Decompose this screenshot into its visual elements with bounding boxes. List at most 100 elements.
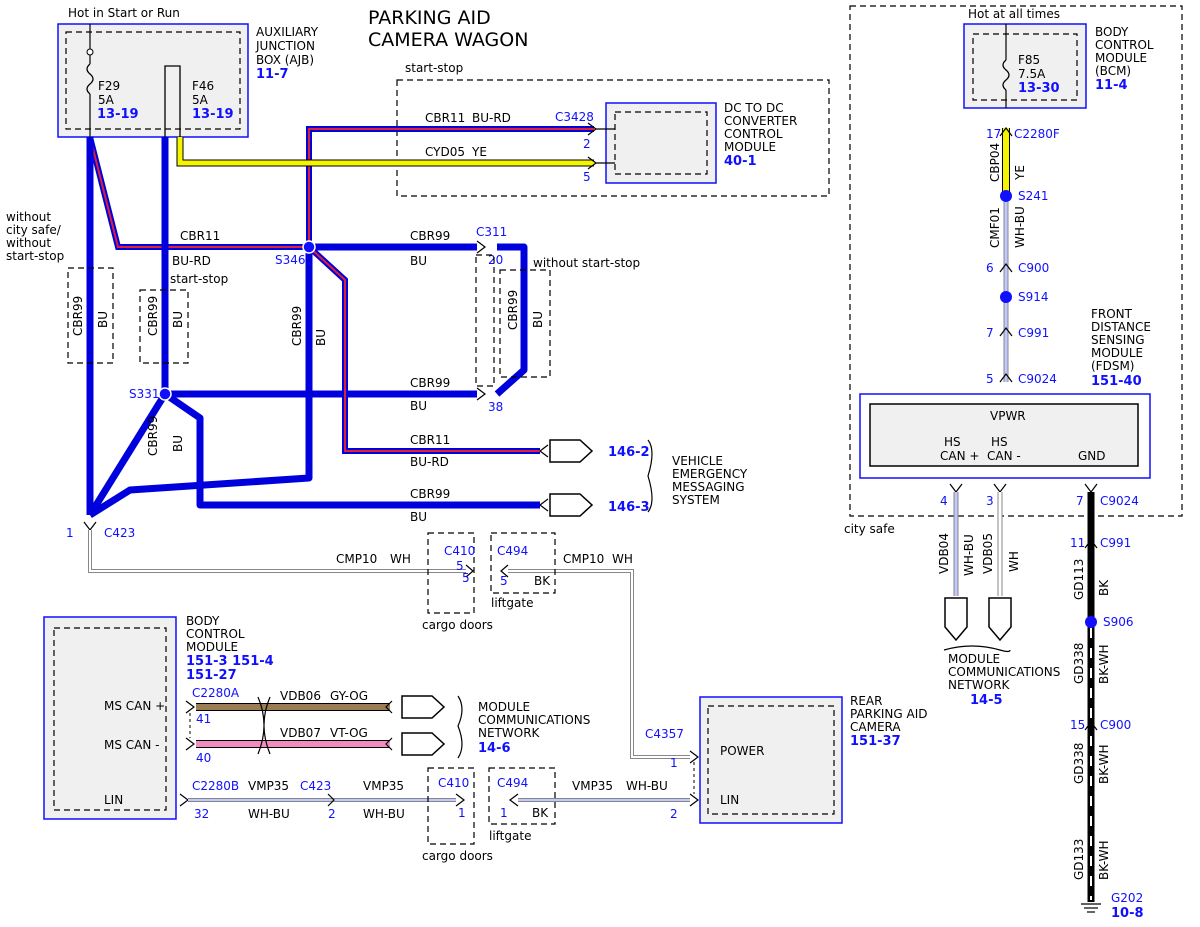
fdsm-hs-can-plus-1: HS — [944, 435, 961, 449]
bcm-ms-can-plus: MS CAN + — [104, 699, 165, 713]
vdb07-circuit: VDB07 — [280, 726, 321, 740]
cbr99-f46-color: BU — [171, 311, 185, 328]
note-without-start-stop: without start-stop — [533, 256, 640, 270]
f85-ref: 13-30 — [1018, 81, 1060, 96]
f85-fuse-icon — [1002, 59, 1010, 91]
vmp35-color-b: WH-BU — [363, 807, 405, 821]
mcn-left-name-3: NETWORK — [478, 726, 541, 740]
cbr99-c311-circuit: CBR99 — [506, 290, 520, 330]
camera-power-label: POWER — [720, 744, 764, 758]
bcm-bottom-name-1: BODY — [186, 614, 220, 628]
emergency-connector-a-icon — [549, 439, 594, 463]
dcdc-outline — [605, 102, 717, 184]
emergency-name-1: VEHICLE — [672, 454, 723, 468]
f46-rating: 5A — [192, 93, 209, 107]
ajb-name-3: BOX (AJB) — [256, 53, 314, 67]
c311-pin-38: 38 — [488, 400, 503, 414]
fdsm-vpwr: VPWR — [990, 409, 1026, 423]
s331-label: S331 — [129, 387, 160, 401]
c2280a-pin-41: 41 — [196, 712, 211, 726]
bcm-top-name-3: MODULE — [1095, 51, 1147, 65]
c9024-pin-5: 5 — [986, 372, 994, 386]
cmf01-circuit: CMF01 — [988, 207, 1002, 248]
c311-pin-20: 20 — [488, 253, 503, 267]
c494-bottom-color: BK — [532, 806, 549, 820]
c410-top-box — [427, 532, 475, 614]
start-stop-region-box — [396, 79, 830, 197]
cbr11-wire-ajb-stripe — [89, 136, 309, 248]
c991-top-label: C991 — [1018, 326, 1049, 340]
option-box-no-start-stop — [499, 269, 551, 378]
camera-name-1: REAR — [850, 694, 882, 708]
f29-ref: 13-19 — [97, 107, 139, 122]
c494-top-label: C494 — [497, 544, 528, 558]
cbr11-ajb-color: BU-RD — [172, 254, 211, 268]
cbr11-emergency-color: BU-RD — [410, 455, 449, 469]
emergency-connector-b-icon — [549, 493, 594, 517]
c494-arrow-5 — [500, 564, 509, 578]
ground-label: G202 — [1111, 891, 1143, 905]
cbr99-s346-circuit: CBR99 — [410, 229, 450, 243]
c2280f-label: C2280F — [1014, 127, 1060, 141]
gd338-color-b: BK-WH — [1097, 744, 1111, 784]
cbr99-emergency-color: BU — [410, 510, 427, 524]
vdb05-color: WH — [1007, 551, 1021, 572]
cmp10-color-right: WH — [612, 552, 633, 566]
c9024-pin-3: 3 — [986, 494, 994, 508]
bcm-bottom-module: MS CAN + MS CAN - LIN BODY CONTROL MODUL… — [43, 614, 690, 863]
c2280b-arrow — [179, 793, 189, 807]
note-without-city-safe-3: without — [6, 236, 51, 250]
mcn-left-connector-a-icon — [401, 695, 446, 719]
cargo-doors-top-label: cargo doors — [422, 618, 493, 632]
dcdc-name-4: MODULE — [724, 140, 776, 154]
note-without-city-safe-2: city safe/ — [6, 223, 62, 237]
c3428-pin-5: 5 — [583, 170, 591, 184]
c2280b-pin-32: 32 — [194, 807, 209, 821]
mcn-right-connector-b-icon — [988, 597, 1012, 642]
cbr11-wire-emergency-stripe — [308, 246, 540, 452]
mcn-right-name-1: MODULE — [948, 652, 1000, 666]
mcn-left-name-1: MODULE — [478, 700, 530, 714]
c900-pin-6: 6 — [986, 261, 994, 275]
c2280a-pin-40: 40 — [196, 751, 211, 765]
c311-arrow-38 — [476, 387, 486, 401]
emergency-brace — [647, 439, 653, 513]
emergency-name-4: SYSTEM — [672, 493, 720, 507]
cyd05-circuit: CYD05 — [425, 145, 465, 159]
mcn-right-name-3: NETWORK — [948, 678, 1011, 692]
camera-name-2: PARKING AID — [850, 707, 928, 721]
dcdc-name-2: CONVERTER — [724, 114, 797, 128]
bcm-bottom-outline — [43, 616, 177, 820]
c3428-pin-2: 2 — [583, 137, 591, 151]
gd133-circuit: GD133 — [1072, 839, 1086, 880]
c423-pin-1: 1 — [66, 526, 74, 540]
c423-lin-arrow — [327, 793, 335, 807]
note-without-city-safe-4: start-stop — [6, 249, 64, 263]
c991-gnd-label: C991 — [1100, 536, 1131, 550]
c494-top-pin: 5 — [500, 574, 508, 588]
c410-bottom-pin: 1 — [458, 806, 466, 820]
cbp04-circuit: CBP04 — [988, 143, 1002, 182]
cbr99-wire-s331-c423 — [87, 392, 168, 517]
cmf01-color: WH-BU — [1013, 206, 1027, 248]
mcn-right-connector-a-icon — [944, 597, 968, 642]
s346-label: S346 — [275, 253, 306, 267]
ajb-inner-box — [65, 31, 241, 130]
mcn-left-connector-b-icon — [401, 732, 446, 756]
cbr11-emergency-circuit: CBR11 — [410, 433, 450, 447]
twisted-pair-icon — [257, 696, 271, 755]
fdsm-hs-can-minus-1: HS — [991, 435, 1008, 449]
option-box-start-stop — [139, 289, 189, 364]
c9024-arrow-4 — [949, 483, 963, 493]
c2280f-pin-17: 17 — [986, 127, 1001, 141]
camera-ref: 151-37 — [850, 734, 901, 749]
c410-top-pin-left: 5 — [456, 559, 464, 573]
ajb-name-1: AUXILIARY — [256, 25, 319, 39]
cbr11-dcdc-circuit: CBR11 — [425, 111, 465, 125]
emergency-name-3: MESSAGING — [672, 480, 745, 494]
s914-splice-icon — [1000, 291, 1012, 303]
title-line-2: CAMERA WAGON — [368, 29, 528, 51]
c900-top-arrow — [999, 263, 1013, 273]
ground-ref: 10-8 — [1111, 906, 1144, 921]
